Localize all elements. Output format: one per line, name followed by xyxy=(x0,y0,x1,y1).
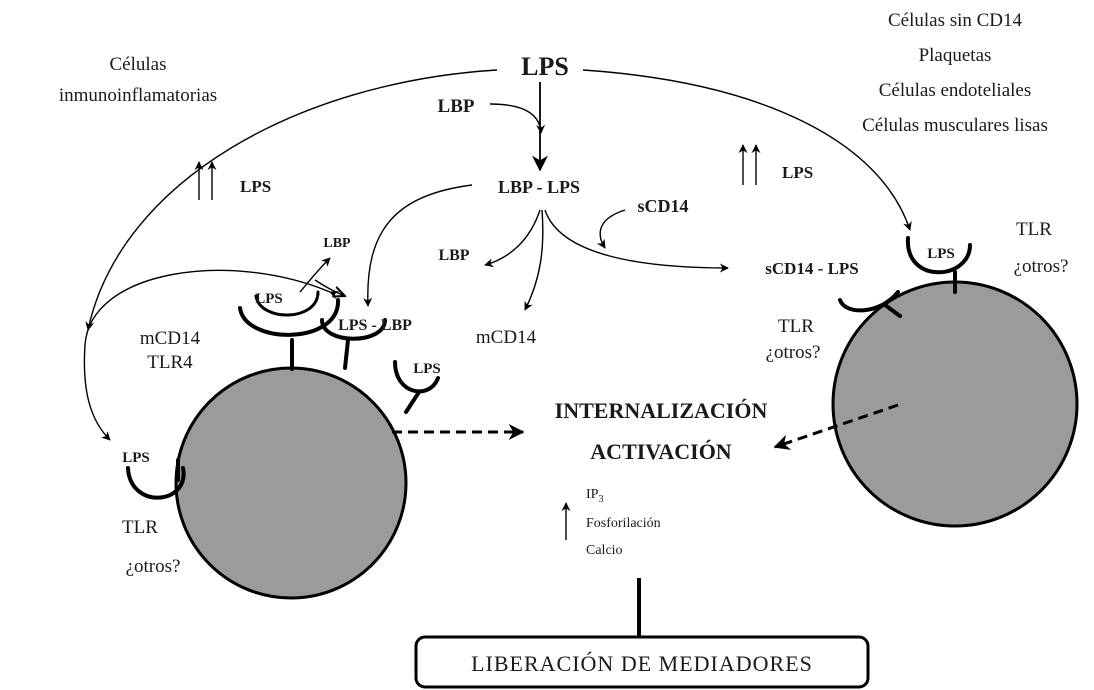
lps-lbp-stalk xyxy=(343,338,350,370)
left-cell xyxy=(174,366,408,600)
labels: LPS LBP LBP - LPS sCD14 LBP mCD14 sCD14 … xyxy=(59,10,1069,577)
calcio-label: Calcio xyxy=(586,543,623,558)
to-scd14-lps-arrow xyxy=(544,209,729,273)
right-scd14-stalk xyxy=(883,303,902,318)
scd14-label: sCD14 xyxy=(637,196,688,216)
lps-right-receptor-label: LPS xyxy=(927,246,955,262)
lbp-release-label: LBP xyxy=(438,247,469,264)
ip3-label: IP3 xyxy=(586,487,603,505)
immune-cells-label-1: Células xyxy=(110,54,167,75)
lbp-small-arrow-2 xyxy=(314,279,345,296)
no-cd14-label-1: Células sin CD14 xyxy=(888,10,1023,31)
pathway-arrows xyxy=(83,69,912,652)
lps-side-stalk xyxy=(404,390,421,414)
lps-side-receptor-label: LPS xyxy=(413,361,441,377)
lps-bound-label: LPS xyxy=(255,291,283,307)
tlr-left-label: TLR xyxy=(122,517,158,538)
to-mcd14-release-arrow xyxy=(524,209,544,311)
tlr-right-top-label: TLR xyxy=(1016,219,1052,240)
fosforilacion-label: Fosforilación xyxy=(586,516,661,531)
otros-right-mid-label: ¿otros? xyxy=(766,342,821,363)
tlr-right-mid-label: TLR xyxy=(778,316,814,337)
up-lps-right-label: LPS xyxy=(782,163,813,182)
right-lps-cup xyxy=(905,236,972,275)
lps-side-cup xyxy=(393,360,440,394)
lps-left-cup xyxy=(126,466,186,500)
no-cd14-label-2: Plaquetas xyxy=(919,45,992,66)
lps-to-right-cell-arrow xyxy=(582,69,912,231)
lps-exchange-arrow xyxy=(83,269,340,441)
lps-inner-cup xyxy=(254,290,320,317)
internalizacion-label: INTERNALIZACIÓN xyxy=(555,398,768,423)
no-cd14-label-4: Células musculares lisas xyxy=(862,115,1048,136)
release-box-frame xyxy=(414,635,870,689)
lbp-lps-label: LBP - LPS xyxy=(498,177,580,197)
mcd14-receptor-cup xyxy=(238,298,341,337)
mcd14-release-label: mCD14 xyxy=(476,327,537,348)
to-lbp-release-arrow xyxy=(484,209,541,268)
lbp-small-arrow xyxy=(299,257,331,293)
right-dashed-arrow xyxy=(773,403,899,450)
scd14-lps-label: sCD14 - LPS xyxy=(765,259,859,278)
release-label: LIBERACIÓN DE MEDIADORES xyxy=(471,651,813,676)
lbp-lps-to-receptor-arrow xyxy=(363,184,473,307)
receptors xyxy=(126,236,972,500)
lps-lbp-complex-label: LPS - LBP xyxy=(338,317,412,334)
tlr4-receptor-label: TLR4 xyxy=(147,352,193,373)
scd14-join-arrow xyxy=(596,209,626,249)
no-cd14-label-3: Células endoteliales xyxy=(879,80,1031,101)
ip3-subscript: 3 xyxy=(598,494,603,505)
ip3-base: IP xyxy=(586,487,599,502)
immune-cells-label-2: inmunoinflamatorias xyxy=(59,85,217,106)
release-box: LIBERACIÓN DE MEDIADORES xyxy=(414,635,870,689)
activacion-label: ACTIVACIÓN xyxy=(590,439,732,464)
lbp-input-label: LBP xyxy=(438,96,475,117)
lps-left-receptor-label: LPS xyxy=(122,450,150,466)
otros-right-top-label: ¿otros? xyxy=(1014,256,1069,277)
up-lps-left-label: LPS xyxy=(240,177,271,196)
right-cell xyxy=(831,280,1079,528)
lps-top-label: LPS xyxy=(521,52,569,81)
lbp-small-label: LBP xyxy=(323,236,351,251)
lbp-join-arrow xyxy=(489,103,546,134)
right-scd14-cup xyxy=(838,290,900,313)
otros-left-label: ¿otros? xyxy=(126,556,181,577)
lps-to-immune-arrow xyxy=(85,69,498,331)
lps-lbp-cup xyxy=(320,318,387,341)
mcd14-receptor-label: mCD14 xyxy=(140,328,201,349)
